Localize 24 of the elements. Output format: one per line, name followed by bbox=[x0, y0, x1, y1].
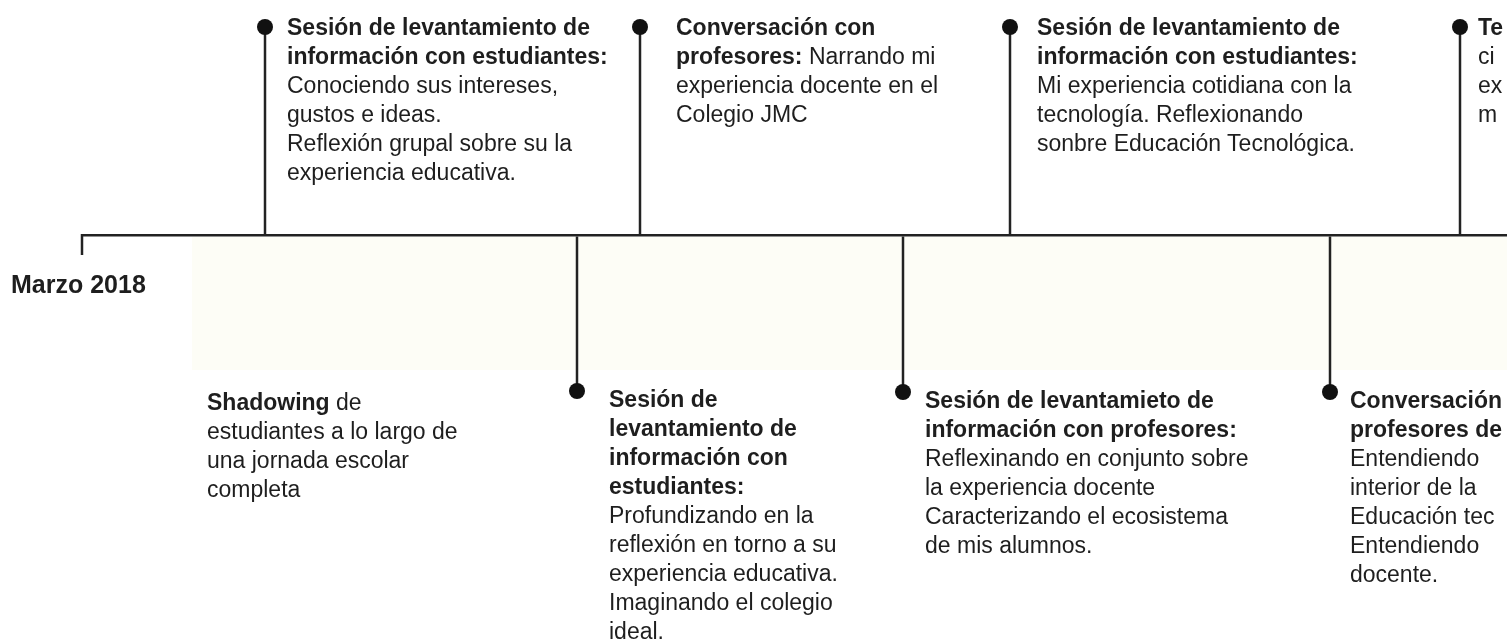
event-heading: Te bbox=[1478, 13, 1505, 42]
date-label: Marzo 2018 bbox=[11, 270, 146, 299]
event-description: ci ex m bbox=[1478, 42, 1504, 129]
timeline-marker bbox=[1452, 19, 1468, 234]
event-heading: Sesión de levantamiento de información con estudiantes: bbox=[287, 13, 609, 71]
event-description: Conversación con profesores: Narrando mi experiencia docente en el Colegio JMC bbox=[676, 13, 940, 129]
event-description: Entendiendo interior de la Educación tec Entendiendo docente. bbox=[1350, 444, 1496, 589]
timeline-axis bbox=[80, 234, 1507, 255]
event-description: Mi experiencia cotidiana con la tecnología. Reflexionando sonbre Educación Tecnológica. bbox=[1037, 71, 1356, 158]
timeline-marker bbox=[632, 19, 648, 234]
timeline-marker bbox=[1322, 236, 1338, 400]
event-description: Shadowing de estudiantes a lo largo de una jornada escolar completa bbox=[207, 388, 459, 504]
event-heading: Conversación profesores de bbox=[1350, 386, 1504, 444]
timeline-marker bbox=[1002, 19, 1018, 234]
event-heading: Sesión de levantamiento de información con estudiantes: bbox=[609, 385, 798, 501]
event-description: Conociendo sus intereses, gustos e ideas. bbox=[287, 71, 560, 129]
timeline-marker bbox=[895, 236, 911, 400]
timeline-marker bbox=[569, 236, 585, 399]
timeline-marker bbox=[257, 19, 273, 234]
event-description: Reflexión grupal sobre su la experiencia educativa. bbox=[287, 129, 574, 187]
event-heading: Sesión de levantamieto de información con profesores: bbox=[925, 386, 1238, 444]
event-description: Reflexinando en conjunto sobre la experiencia docente Caracterizando el ecosistema de mis alumnos. bbox=[925, 444, 1250, 560]
event-description: Profundizando en la reflexión en torno a su experiencia educativa. Imaginando el colegio ideal. bbox=[609, 501, 839, 639]
event-heading: Sesión de levantamiento de información con estudiantes: bbox=[1037, 13, 1359, 71]
